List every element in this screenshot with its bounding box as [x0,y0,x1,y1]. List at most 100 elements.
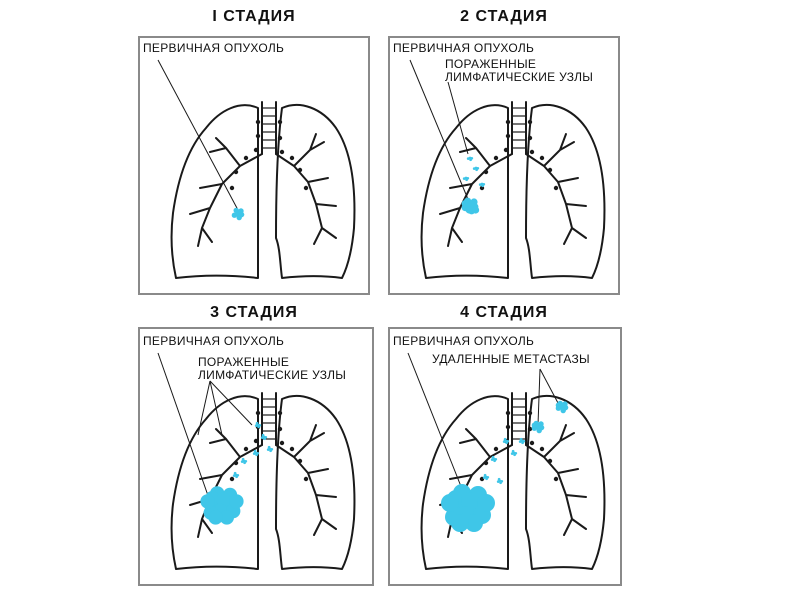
lymph-node-dot [277,119,283,125]
trachea [511,392,527,446]
primary-tumor [441,484,495,532]
left-lung-outline [525,394,606,570]
lymph-node-dot [279,149,285,155]
lymph-node-dot [527,135,533,141]
primary-tumor [461,197,480,215]
lymph-node-dot [527,119,533,125]
primary-tumor [231,207,245,221]
distant-metastasis [555,400,569,414]
stage-2-panel: ПЕРВИЧНАЯ ОПУХОЛЬ ПОРАЖЕННЫЕ ЛИМФАТИЧЕСК… [388,36,620,295]
right-bronchi [189,428,263,538]
lymph-node-dot [527,410,533,416]
primary-tumor-pointer [407,352,467,500]
affected-lymph-node [232,471,240,479]
trachea [511,101,527,155]
lymph-node-dot [255,119,261,125]
affected-lymph-node [490,455,498,463]
lymph-node-dot [289,155,295,161]
stage-2-title: 2 СТАДИЯ [460,8,548,25]
affected-lymph-node [496,477,504,485]
affected-lymph-node [502,437,510,445]
affected-lymph-node [462,176,470,182]
lymph-node-dot [547,458,553,464]
left-bronchi [525,424,587,536]
lymph-node-dot [277,410,283,416]
affected-lymph-node [260,433,268,441]
lymph-node-dot [289,446,295,452]
left-lung-outline [525,103,606,279]
primary-tumor-pointer [157,59,239,211]
stage-2-lungs-diagram [409,59,606,279]
lymph-node-dot [297,458,303,464]
affected-lymph-node [252,449,260,457]
lymph-node-dot [547,167,553,173]
stage-2-lymph-nodes-label-line1: ПОРАЖЕННЫЕ [445,57,537,71]
affected-lymph-node [510,449,518,457]
lymph-node-dot [503,147,509,153]
stage-4-primary-tumor-label: ПЕРВИЧНАЯ ОПУХОЛЬ [393,334,535,348]
lymph-node-dot [539,155,545,161]
lymph-nodes-pointer-1 [197,380,211,436]
primary-tumor [200,486,244,525]
stage-3-title: 3 СТАДИЯ [210,304,298,321]
lymph-node-dot [243,155,249,161]
stage-1-primary-tumor-label: ПЕРВИЧНАЯ ОПУХОЛЬ [143,41,285,55]
stage-4-lungs-diagram [407,352,606,570]
affected-lymph-node [254,421,262,429]
stage-4-title: 4 СТАДИЯ [460,304,548,321]
metastases-pointer-2 [537,368,541,426]
affected-lymph-node [518,437,526,445]
right-lung-outline [170,395,259,570]
affected-lymph-node [472,166,480,172]
left-bronchi [275,424,337,536]
lymph-node-dot [303,476,309,482]
lymph-nodes-pointer [447,81,469,155]
lymph-node-dot [297,167,303,173]
stage-4-panel: ПЕРВИЧНАЯ ОПУХОЛЬ УДАЛЕННЫЕ МЕТАСТАЗЫ [388,327,622,586]
right-bronchi [189,137,263,247]
lymph-node-dot [255,410,261,416]
lymph-node-dot [553,476,559,482]
left-bronchi [275,133,337,245]
left-lung-outline [275,103,356,279]
lymph-node-dot [505,119,511,125]
trachea [261,101,277,155]
lymph-node-dot [233,460,239,466]
lymph-node-dot [527,426,533,432]
right-lung-outline [420,104,509,279]
lymph-node-dot [255,133,261,139]
affected-lymph-node [266,445,274,453]
affected-lymph-node [466,156,474,162]
lymph-node-dot [277,135,283,141]
lymph-node-dot [493,155,499,161]
lymph-node-dot [493,446,499,452]
stage-3-lymph-nodes-label-line2: ЛИМФАТИЧЕСКИЕ УЗЛЫ [198,368,347,382]
stage-1-panel: ПЕРВИЧНАЯ ОПУХОЛЬ [138,36,370,295]
metastases-pointer-1 [539,368,559,404]
affected-lymph-node [482,473,490,481]
stage-3-panel: ПЕРВИЧНАЯ ОПУХОЛЬ ПОРАЖЕННЫЕ ЛИМФАТИЧЕСК… [138,327,374,586]
right-lung-outline [170,104,259,279]
stage-1-title: I СТАДИЯ [212,8,296,25]
stage-2-primary-tumor-label: ПЕРВИЧНАЯ ОПУХОЛЬ [393,41,535,55]
lymph-nodes-pointer-3 [209,380,253,426]
right-bronchi [439,137,513,247]
lymph-node-dot [505,424,511,430]
lymph-node-dot [277,426,283,432]
lymph-nodes-pointer-2 [209,380,223,436]
lymph-node-dot [483,169,489,175]
lymph-node-dot [483,460,489,466]
lymph-node-dot [539,446,545,452]
affected-lymph-node [478,182,486,188]
right-lung-outline [420,395,509,570]
stage-4-metastases-label: УДАЛЕННЫЕ МЕТАСТАЗЫ [432,352,590,366]
stage-3-primary-tumor-label: ПЕРВИЧНАЯ ОПУХОЛЬ [143,334,285,348]
lymph-node-dot [529,149,535,155]
lymph-node-dot [505,410,511,416]
lymph-node-dot [233,169,239,175]
lymph-node-dot [553,185,559,191]
lymph-node-dot [279,440,285,446]
lymph-node-dot [529,440,535,446]
primary-tumor-pointer [157,352,213,508]
primary-tumor-pointer [409,59,471,205]
